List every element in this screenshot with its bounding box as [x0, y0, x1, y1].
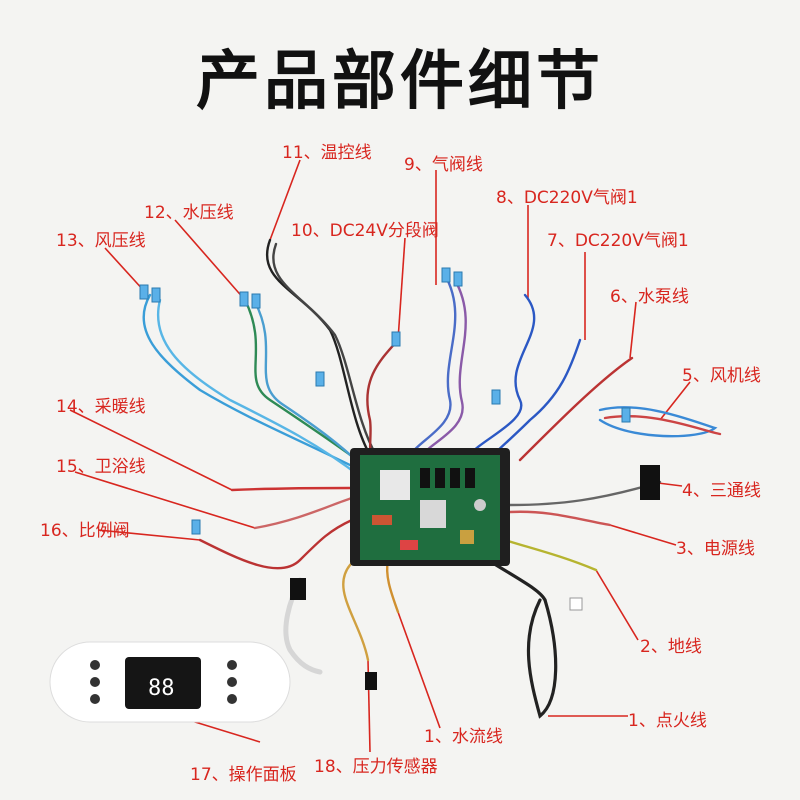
label-dc24v-section-valve: 10、DC24V分段阀	[291, 221, 439, 241]
label-operation-panel: 17、操作面板	[190, 765, 297, 785]
connectors	[139, 267, 631, 535]
pressure-sensor-plug	[365, 672, 377, 690]
label-water-flow-wire: 1、水流线	[424, 727, 503, 747]
label-ignition-wire: 1、点火线	[628, 711, 707, 731]
label-water-pump: 6、水泵线	[610, 287, 689, 307]
label-gas-valve-wire: 9、气阀线	[404, 155, 483, 175]
label-water-pressure: 12、水压线	[144, 203, 234, 223]
three-way-connector	[640, 465, 660, 500]
label-fan-wire: 5、风机线	[682, 366, 761, 386]
wire-bundle	[142, 238, 722, 719]
panel-cable-plug	[290, 578, 306, 600]
label-power-wire: 3、电源线	[676, 539, 755, 559]
label-heating-wire: 14、采暖线	[56, 397, 146, 417]
control-board	[350, 448, 510, 566]
label-air-pressure: 13、风压线	[56, 231, 146, 251]
label-proportional-valve: 16、比例阀	[40, 521, 130, 541]
panel-display-digits: 88	[148, 676, 175, 701]
label-pressure-sensor: 18、压力传感器	[314, 757, 438, 777]
label-bathroom-wire: 15、卫浴线	[56, 457, 146, 477]
label-dc220v-valve-8: 8、DC220V气阀1	[496, 188, 638, 208]
label-dc220v-valve-7: 7、DC220V气阀1	[547, 231, 689, 251]
label-ground-wire: 2、地线	[640, 637, 702, 657]
label-temp-control: 11、温控线	[282, 143, 372, 163]
operation-panel: 88	[49, 641, 291, 723]
plug-white	[569, 597, 583, 611]
label-three-way-wire: 4、三通线	[682, 481, 761, 501]
page-title: 产品部件细节	[196, 45, 604, 119]
